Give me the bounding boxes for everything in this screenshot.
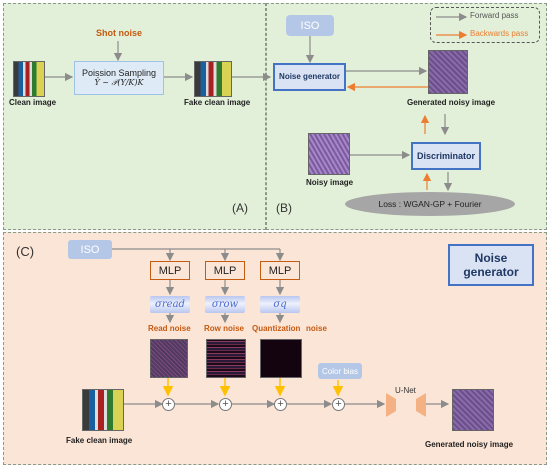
generated-noisy-image-b [428, 50, 468, 94]
poisson-sampling-box: Poission Sampling Ŷ ~ 𝒫(Y/K)K [74, 61, 164, 95]
add-quant-noise: + [274, 398, 287, 411]
loss-ellipse: Loss : WGAN-GP + Fourier [345, 192, 515, 216]
noise-generator-title-box: Noise generator [448, 244, 534, 286]
generated-noisy-image-c [452, 389, 494, 431]
add-read-noise: + [162, 398, 175, 411]
legend-forward-label: Forward pass [470, 11, 519, 20]
mlp-box-quant: MLP [260, 261, 300, 280]
unet-label: U-Net [395, 386, 416, 395]
noise-label: noise [306, 324, 327, 333]
poisson-sampling-title: Poission Sampling [81, 68, 157, 78]
panel-b-tag: (B) [276, 201, 292, 215]
clean-image-label: Clean image [9, 98, 57, 107]
iso-box-b: ISO [286, 15, 334, 36]
shot-noise-label: Shot noise [96, 28, 143, 38]
noise-generator-box: Noise generator [273, 63, 346, 91]
clean-image [13, 61, 45, 97]
mlp-box-row: MLP [205, 261, 245, 280]
legend-backward-label: Backwards pass [470, 29, 529, 38]
legend-box [430, 7, 540, 43]
sigma-quant: σq [260, 296, 300, 313]
fake-clean-image [194, 61, 232, 97]
read-noise-image [150, 339, 188, 378]
noisy-image [308, 133, 350, 175]
noisy-image-label: Noisy image [306, 178, 354, 187]
generated-noisy-image-b-label: Generated noisy image [407, 98, 496, 107]
iso-box-c: ISO [68, 240, 112, 259]
quantization-label: Quantization [252, 324, 301, 333]
discriminator-box: Discriminator [411, 142, 481, 170]
color-bias-box: Color bias [318, 363, 362, 379]
row-noise-image [206, 339, 246, 378]
row-noise-label: Row noise [204, 324, 245, 333]
generated-noisy-image-c-label: Generated noisy image [425, 440, 514, 449]
fake-clean-image-label: Fake clean image [184, 98, 251, 107]
sigma-row: σrow [205, 296, 245, 313]
fake-clean-image-c [82, 389, 124, 431]
poisson-sampling-formula: Ŷ ~ 𝒫(Y/K)K [94, 78, 144, 87]
sigma-read: σread [150, 296, 190, 313]
add-row-noise: + [219, 398, 232, 411]
fake-clean-image-c-label: Fake clean image [66, 436, 133, 445]
panel-c-tag: (C) [16, 244, 35, 259]
add-color-bias: + [332, 398, 345, 411]
panel-a-tag: (A) [232, 201, 248, 215]
quantization-noise-image [260, 339, 302, 378]
read-noise-label: Read noise [148, 324, 191, 333]
panel-a [3, 3, 266, 230]
mlp-box-read: MLP [150, 261, 190, 280]
